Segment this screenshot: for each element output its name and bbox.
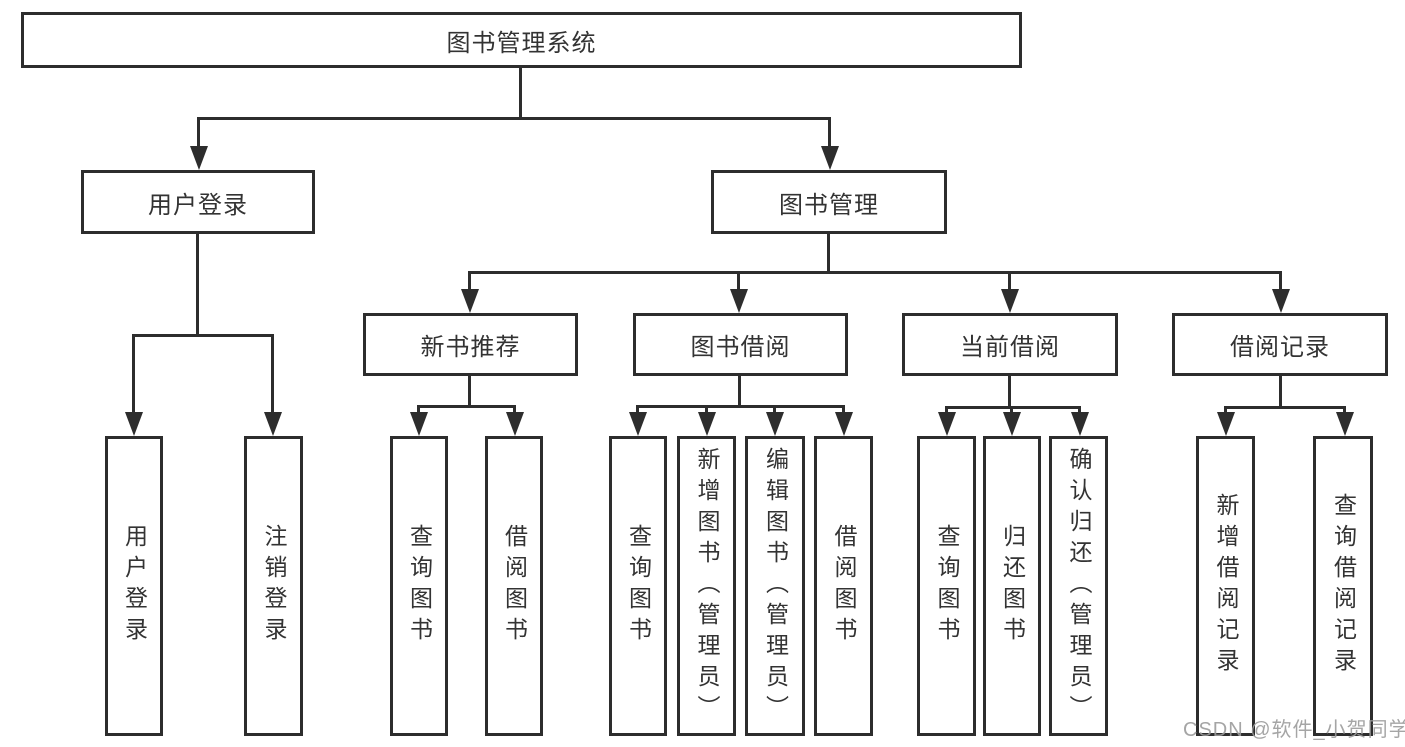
connector-line	[132, 334, 135, 418]
connector-line	[468, 271, 471, 295]
node-label: 查询借阅记录	[1330, 493, 1357, 679]
connector-line	[417, 405, 420, 417]
connector-line	[513, 405, 516, 417]
arrow-down-icon	[835, 412, 853, 436]
node-label: 新书推荐	[420, 334, 521, 361]
node-label: 借阅图书	[501, 524, 528, 648]
arrow-down-icon	[1336, 412, 1354, 436]
arrow-down-icon	[125, 412, 143, 436]
node-label: 用户登录	[121, 524, 148, 648]
connector-line	[945, 406, 948, 417]
node-label: 图书借阅	[690, 334, 791, 361]
connector-line	[519, 66, 522, 119]
node-label: 查询图书	[934, 524, 960, 648]
node-label: 查询图书	[625, 524, 652, 648]
connector-line	[1008, 376, 1011, 409]
leaf-newrec-query-books: 查询图书	[390, 436, 448, 736]
arrow-down-icon	[461, 289, 479, 313]
connector-line	[1224, 406, 1227, 417]
connector-line	[132, 334, 274, 337]
connector-line	[1008, 271, 1011, 295]
connector-line	[738, 376, 741, 408]
connector-line	[827, 234, 830, 274]
node-borrow-records: 借阅记录	[1172, 313, 1388, 376]
arrow-down-icon	[190, 146, 208, 170]
node-label: 当前借阅	[960, 334, 1060, 361]
connector-line	[737, 271, 740, 295]
connector-line	[1279, 376, 1282, 409]
connector-line	[417, 405, 516, 408]
node-current-borrow: 当前借阅	[902, 313, 1118, 376]
arrow-down-icon	[821, 146, 839, 170]
arrow-down-icon	[1001, 289, 1019, 313]
connector-line	[1279, 271, 1282, 295]
connector-line	[773, 405, 776, 417]
arrow-down-icon	[1071, 412, 1089, 436]
leaf-current-confirm-return-admin: 确认归还（管理员）	[1049, 436, 1108, 736]
node-user-login: 用户登录	[81, 170, 315, 234]
leaf-current-query-books: 查询图书	[917, 436, 976, 736]
node-root-system: 图书管理系统	[21, 12, 1022, 68]
connector-line	[197, 117, 831, 120]
node-label: 确认归还（管理员）	[1066, 446, 1092, 726]
connector-line	[271, 334, 274, 418]
connector-line	[636, 405, 845, 408]
node-label: 图书管理系统	[446, 29, 597, 57]
connector-line	[196, 234, 199, 337]
leaf-newrec-borrow-books: 借阅图书	[485, 436, 543, 736]
connector-line	[1078, 406, 1081, 417]
arrow-down-icon	[410, 412, 428, 436]
arrow-down-icon	[1272, 289, 1290, 313]
leaf-borrow-edit-books-admin: 编辑图书（管理员）	[745, 436, 805, 736]
connector-line	[945, 406, 1081, 409]
arrow-down-icon	[938, 412, 956, 436]
node-label: 图书管理	[779, 191, 879, 219]
node-label: 编辑图书（管理员）	[762, 446, 789, 726]
arrow-down-icon	[1217, 412, 1235, 436]
leaf-user-login: 用户登录	[105, 436, 163, 736]
connector-line	[842, 405, 845, 417]
leaf-borrow-add-books-admin: 新增图书（管理员）	[677, 436, 736, 736]
node-book-borrow: 图书借阅	[633, 313, 848, 376]
node-label: 注销登录	[261, 524, 287, 648]
node-label: 新增图书（管理员）	[694, 446, 720, 726]
arrow-down-icon	[1003, 412, 1021, 436]
arrow-down-icon	[629, 412, 647, 436]
leaf-records-add-record: 新增借阅记录	[1196, 436, 1255, 736]
connector-line	[636, 405, 639, 417]
arrow-down-icon	[766, 412, 784, 436]
node-label: 借阅记录	[1230, 334, 1330, 361]
node-label: 归还图书	[999, 524, 1026, 648]
leaf-borrow-query-books: 查询图书	[609, 436, 667, 736]
connector-line	[197, 117, 200, 149]
arrow-down-icon	[264, 412, 282, 436]
node-book-management: 图书管理	[711, 170, 947, 234]
node-label: 用户登录	[148, 191, 248, 219]
connector-line	[828, 117, 831, 149]
connector-line	[1224, 406, 1346, 409]
connector-line	[1343, 406, 1346, 417]
arrow-down-icon	[506, 412, 524, 436]
csdn-watermark: CSDN @软件_小贺同学	[1183, 719, 1405, 741]
connector-line	[468, 271, 1282, 274]
node-new-book-recommend: 新书推荐	[363, 313, 578, 376]
leaf-current-return-books: 归还图书	[983, 436, 1041, 736]
arrow-down-icon	[730, 289, 748, 313]
leaf-borrow-borrow-books: 借阅图书	[814, 436, 873, 736]
node-label: 查询图书	[406, 524, 433, 648]
connector-line	[468, 376, 471, 408]
connector-line	[705, 405, 708, 417]
node-label: 新增借阅记录	[1213, 493, 1239, 679]
arrow-down-icon	[698, 412, 716, 436]
leaf-logout: 注销登录	[244, 436, 303, 736]
connector-line	[1010, 406, 1013, 417]
leaf-records-query-record: 查询借阅记录	[1313, 436, 1373, 736]
node-label: 借阅图书	[831, 524, 857, 648]
